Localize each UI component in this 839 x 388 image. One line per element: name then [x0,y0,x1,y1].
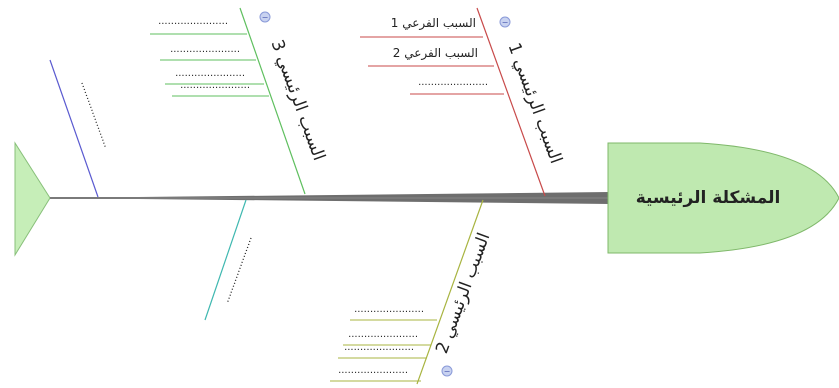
cause-2-collapse-icon: − [444,367,451,376]
cause-4-placeholder: ...................... [78,79,112,148]
cause-1-sub-1-label: السبب الفرعي 1 [391,16,476,31]
fish-tail [14,141,51,257]
cause-1-bone [476,7,546,197]
cause-2-branch: − ...................... ...............… [330,199,494,385]
cause-1-collapse-button[interactable] [499,16,511,28]
cause-3-branch: − ...................... ...............… [150,7,329,195]
cause-3-collapse-button[interactable] [259,11,271,23]
cause-1-label: السبب الرئيسي 1 [504,40,566,166]
cause-5-bone [204,199,247,321]
cause-2-collapse-button[interactable] [441,365,453,377]
cause-3-sub-4-label: ...................... [180,80,250,91]
cause-3-collapse-icon: − [262,13,269,22]
cause-5-placeholder: ...................... [221,234,255,303]
cause-2-bone [416,199,484,385]
cause-2-sub-3-label: ...................... [344,342,414,353]
cause-1-collapse-icon: − [502,18,509,27]
cause-2-sub-2-label: ...................... [348,329,418,340]
cause-4-bone [49,59,99,198]
cause-2-sub-4-label: ...................... [338,365,408,376]
cause-5-branch: ...................... [204,199,255,321]
cause-3-sub-3-label: ...................... [175,68,245,79]
cause-1-sub-3-label: ...................... [418,77,488,88]
cause-3-sub-2-label: ...................... [170,44,240,55]
cause-1-sub-2-label: السبب الفرعي 2 [393,46,478,61]
cause-3-sub-1-label: ...................... [158,16,228,27]
cause-2-sub-1-label: ...................... [354,304,424,315]
head-label: المشكلة الرئيسية [636,188,781,208]
cause-3-bone [239,7,306,195]
cause-1-branch: − السبب الفرعي 1 السبب الفرعي 2 ........… [360,7,566,197]
cause-4-branch: ...................... [49,59,112,198]
cause-3-label: السبب الرئيسي 3 [267,37,329,163]
cause-2-label: السبب الرئيسي 2 [432,230,494,356]
